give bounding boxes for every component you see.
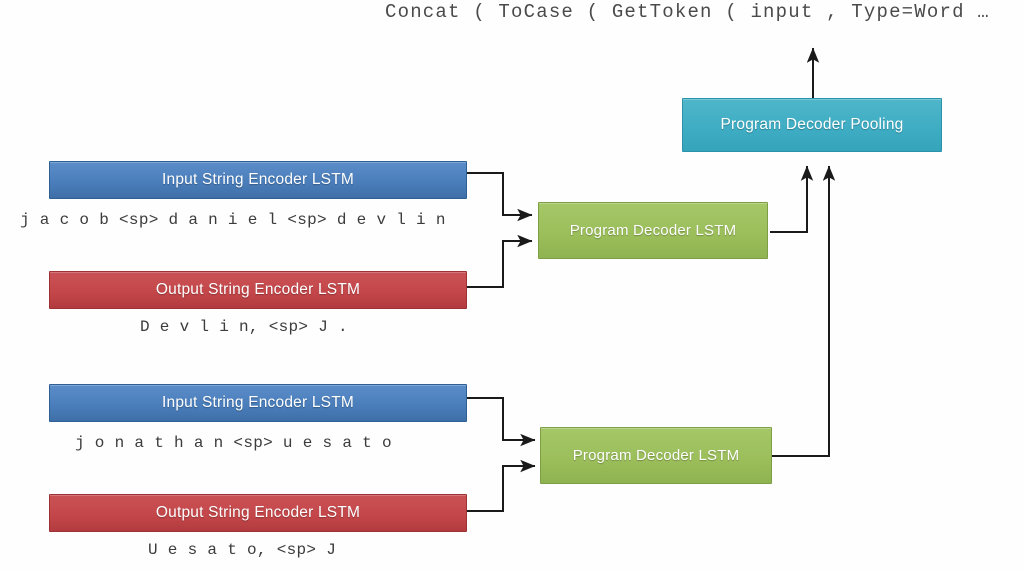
decoder2-to-pooling-arrow	[772, 165, 836, 457]
output-sequence-text-1: D e v l i n, <sp> J .	[140, 318, 348, 336]
input-sequence-text-1: j a c o b <sp> d a n i e l <sp> d e v l …	[20, 211, 446, 229]
input-encoder-1-to-decoder-arrow	[467, 172, 533, 222]
program-decoder-lstm-box-2[interactable]: Program Decoder LSTM	[540, 427, 772, 484]
output-string-encoder-lstm-box-2[interactable]: Output String Encoder LSTM	[49, 494, 467, 532]
input-encoder-2-to-decoder-arrow	[467, 397, 536, 447]
output-encoder-2-to-decoder-arrow	[467, 459, 536, 512]
program-decoder-pooling-box[interactable]: Program Decoder Pooling	[682, 98, 942, 152]
input-sequence-text-2: j o n a t h a n <sp> u e s a t o	[75, 434, 392, 452]
program-decoder-lstm-box-1[interactable]: Program Decoder LSTM	[538, 202, 768, 259]
input-string-encoder-lstm-box-2[interactable]: Input String Encoder LSTM	[49, 384, 467, 422]
program-expression-text: Concat ( ToCase ( GetToken ( input , Typ…	[385, 1, 990, 23]
decoder1-to-pooling-arrow	[770, 165, 814, 233]
input-string-encoder-lstm-box-1[interactable]: Input String Encoder LSTM	[49, 161, 467, 199]
output-encoder-1-to-decoder-arrow	[467, 234, 533, 288]
output-string-encoder-lstm-box-1[interactable]: Output String Encoder LSTM	[49, 271, 467, 309]
output-sequence-text-2: U e s a t o, <sp> J	[148, 541, 337, 559]
